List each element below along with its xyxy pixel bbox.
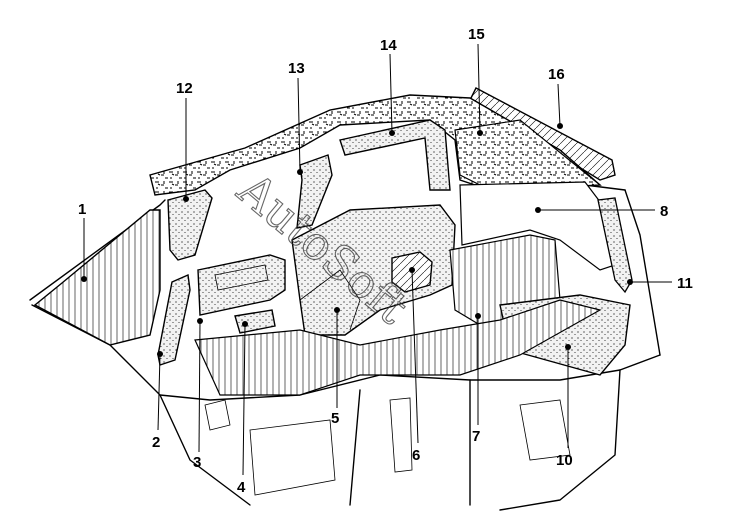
callout-11: 11 xyxy=(677,275,693,292)
callout-15: 15 xyxy=(468,26,485,43)
rear-quarter-upper-part-8 xyxy=(459,181,616,271)
callout-8: 8 xyxy=(660,203,668,220)
callout-5: 5 xyxy=(331,410,339,427)
callout-13: 13 xyxy=(288,60,305,77)
center-pillar-trim-part-13 xyxy=(296,154,333,229)
callout-16: 16 xyxy=(548,66,565,83)
callout-12: 12 xyxy=(176,80,193,97)
callout-labels: 1 2 3 4 5 6 7 8 10 11 12 13 14 15 16 xyxy=(78,26,693,496)
lower-pillar-trim-part-2 xyxy=(157,273,191,366)
armrest-part-4 xyxy=(234,309,276,334)
callout-7: 7 xyxy=(472,428,480,445)
floor-carpet xyxy=(194,299,602,396)
callout-6: 6 xyxy=(412,447,420,464)
callout-1: 1 xyxy=(78,201,86,218)
front-pillar-trim-part-12 xyxy=(167,189,213,261)
leader-lines xyxy=(81,43,672,476)
roof-frame-part-14 xyxy=(339,119,451,191)
callout-10: 10 xyxy=(556,452,573,469)
callout-3: 3 xyxy=(193,454,201,471)
rear-pillar-trim-part-11 xyxy=(597,197,633,294)
windshield-part-1 xyxy=(33,209,161,346)
callout-4: 4 xyxy=(237,479,246,496)
quarter-trim-part-5 xyxy=(291,204,456,336)
callout-14: 14 xyxy=(380,37,397,54)
callout-2: 2 xyxy=(152,434,160,451)
